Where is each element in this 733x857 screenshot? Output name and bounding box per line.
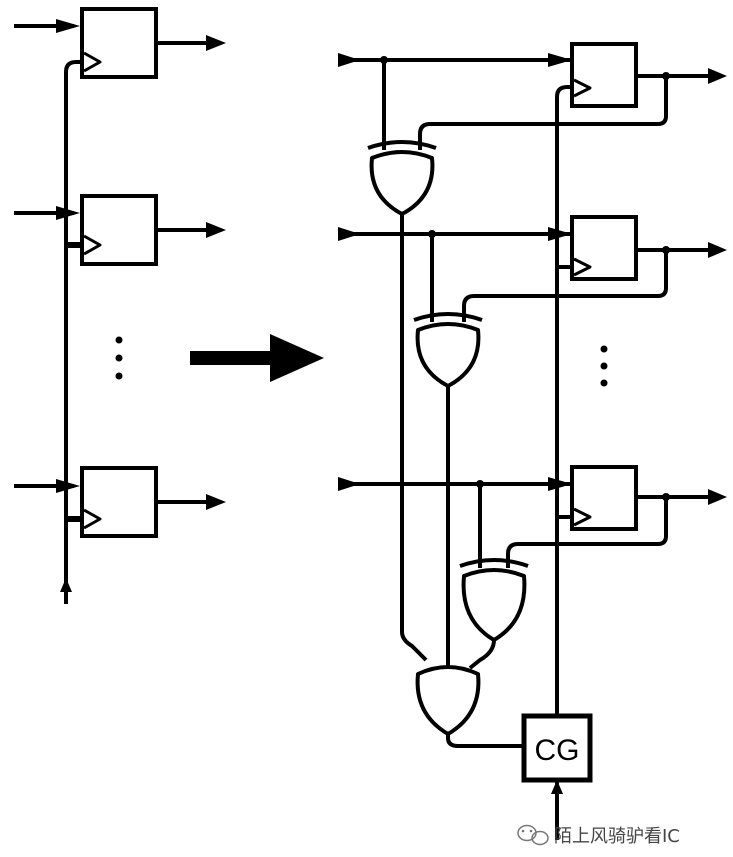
xor-gate-2 (413, 312, 483, 388)
transform-arrow-icon (190, 334, 324, 382)
xor-gate-1 (367, 140, 437, 216)
clock-gate-label: CG (535, 734, 580, 767)
cg-clock-arrow-icon (551, 780, 563, 794)
left-clock-arrow-icon (60, 578, 72, 592)
left-ellipsis (115, 336, 123, 380)
wechat-icon (517, 824, 549, 846)
watermark-text: 陌上风骑驴看IC (554, 826, 680, 847)
left-clock-line (64, 60, 82, 604)
right-ellipsis (600, 345, 608, 387)
right-flipflop-3 (338, 465, 727, 568)
watermark: 陌上风骑驴看IC (517, 824, 680, 847)
xor-gate-3 (459, 558, 529, 642)
or-gate (415, 665, 481, 736)
left-original-circuit (14, 7, 226, 604)
gated-clock-line (555, 85, 572, 716)
right-flipflop-1 (338, 42, 727, 150)
right-flipflop-2 (338, 215, 727, 322)
left-flipflop-3 (14, 466, 226, 538)
left-flipflop-2 (14, 194, 226, 266)
clock-gate-cell: CG (521, 713, 593, 840)
right-gated-circuit: CG (338, 42, 727, 840)
left-flipflop-1 (14, 7, 226, 79)
